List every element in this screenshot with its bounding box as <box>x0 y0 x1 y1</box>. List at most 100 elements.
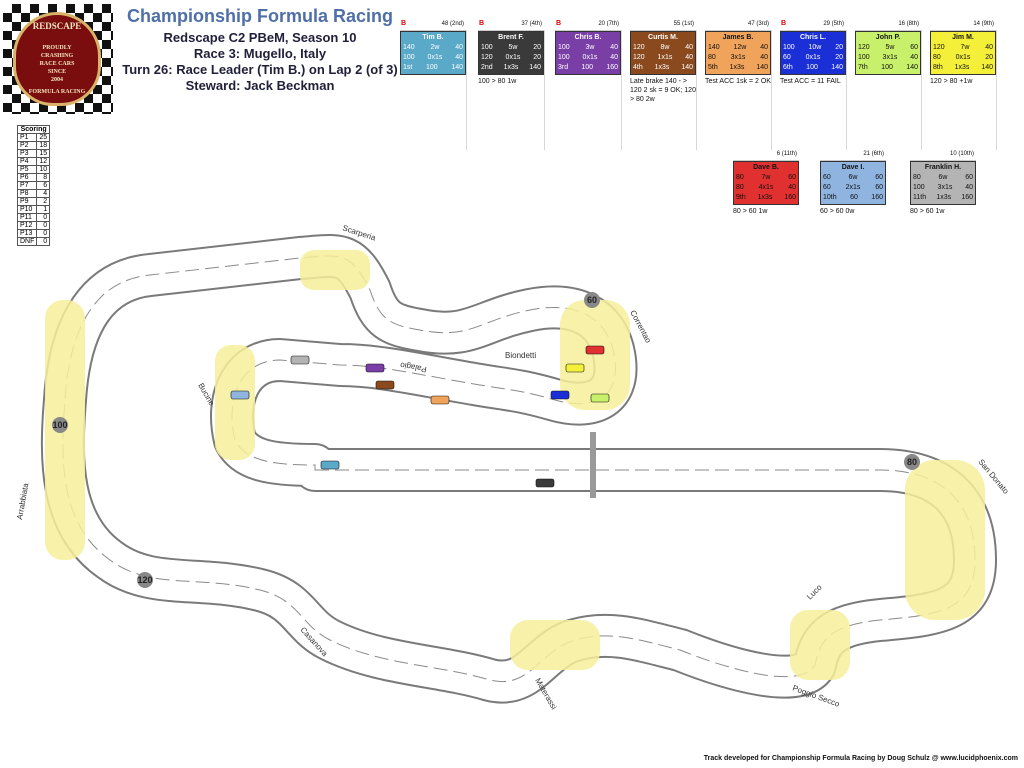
driver-name: Dave B. <box>753 164 779 171</box>
driver-stat-cell: 20 <box>835 54 843 61</box>
car-marker <box>365 363 385 373</box>
driver-stat-cell: 80 <box>913 174 921 181</box>
steward-label: Steward: Jack Beckman <box>185 78 335 93</box>
car-markers <box>230 345 610 488</box>
driver-stat-cell: 5th <box>708 64 718 71</box>
driver-stat-cell: 160 <box>784 194 796 201</box>
driver-stat-cell: 40 <box>760 54 768 61</box>
driver-stat-cell: 7th <box>858 64 868 71</box>
driver-card-header: 14 (9th) <box>930 20 996 31</box>
driver-stat-cell: 3x1s <box>730 54 746 61</box>
driver-stat-cell: 40 <box>610 44 618 51</box>
driver-stat-cell: 100 <box>858 54 870 61</box>
car-marker <box>565 363 585 373</box>
speed-markers: 100 120 80 60 <box>52 292 920 588</box>
driver-stat-cell: 1x3s <box>936 194 952 201</box>
driver-note: Test ACC = 11 FAIL <box>780 78 841 85</box>
driver-points: 37 (4th) <box>521 21 542 27</box>
car-marker <box>590 393 610 403</box>
driver-stat-cell: 20 <box>533 54 541 61</box>
driver-card-header: B 37 (4th) <box>478 20 544 31</box>
driver-stat-cell: 1x3s <box>503 64 519 71</box>
driver-stat-cell: 8w <box>660 44 670 51</box>
driver-stat-cell: 0x1s <box>805 54 821 61</box>
driver-stat-cell: 3x1s <box>937 184 953 191</box>
driver-stat-cell: 40 <box>685 54 693 61</box>
card-divider <box>466 30 467 150</box>
corner-zone-luco <box>790 610 850 680</box>
series-label: Redscape C2 PBeM, Season 10 <box>163 30 357 45</box>
driver-stat-cell: 40 <box>455 44 463 51</box>
card-divider <box>846 30 847 150</box>
driver-stat-cell: 60 <box>823 174 831 181</box>
driver-stat-cell: 6w <box>938 174 948 181</box>
driver-stat-cell: 60 <box>875 174 883 181</box>
driver-points: 47 (3rd) <box>747 21 769 27</box>
driver-note: Test ACC 1sk = 2 OK <box>705 78 771 85</box>
logo-line5: SINCE <box>47 69 67 75</box>
driver-stat-cell: 1x3s <box>729 64 745 71</box>
driver-stat-cell: 100 <box>403 54 415 61</box>
driver-stat-cell: 40 <box>965 184 973 191</box>
driver-flag: B <box>556 20 562 27</box>
card-divider <box>996 30 997 150</box>
card-divider <box>771 30 772 150</box>
speed-text-100: 100 <box>52 420 67 430</box>
speed-text-60: 60 <box>587 295 597 305</box>
driver-stat-cell: 3x1s <box>882 54 898 61</box>
car-marker <box>320 460 340 470</box>
driver-stat-cell: 140 <box>708 44 720 51</box>
driver-stat-cell: 2w <box>430 44 440 51</box>
driver-note: 100 > 80 1w <box>478 78 517 85</box>
driver-stat-cell: 40 <box>455 54 463 61</box>
driver-card-header: 6 (11th) <box>733 150 799 161</box>
driver-stat-cell: 5w <box>508 44 518 51</box>
driver-stat-cell: 140 <box>681 64 693 71</box>
driver-card-header: 10 (10th) <box>910 150 976 161</box>
driver-flag: B <box>479 20 485 27</box>
car-marker <box>375 380 395 390</box>
driver-name: Tim B. <box>422 34 444 41</box>
driver-points: 14 (9th) <box>973 21 994 27</box>
driver-card-header: 16 (8th) <box>855 20 921 31</box>
driver-stat-cell: 40 <box>788 184 796 191</box>
driver-note: 80 > 60 1w <box>910 208 945 215</box>
driver-stat-cell: 1x3s <box>757 194 773 201</box>
logo-line3: CRASHING <box>40 53 74 59</box>
corner-zones <box>45 250 985 680</box>
driver-stat-cell: 1x3s <box>954 64 970 71</box>
driver-stat-cell: 1st <box>403 64 413 71</box>
driver-stat-cell: 2x1s <box>845 184 861 191</box>
driver-name: John P. <box>875 34 901 41</box>
driver-stat-cell: 40 <box>685 44 693 51</box>
driver-stat-cell: 100 <box>881 64 893 71</box>
scoring-position: DNF <box>16 237 38 246</box>
driver-stat-cell: 80 <box>736 184 744 191</box>
logo-line7: FORMULA RACING <box>28 89 86 95</box>
corner-zone-materassi <box>510 620 600 670</box>
driver-stat-cell: 0x1s <box>582 54 598 61</box>
card-divider <box>696 30 697 150</box>
